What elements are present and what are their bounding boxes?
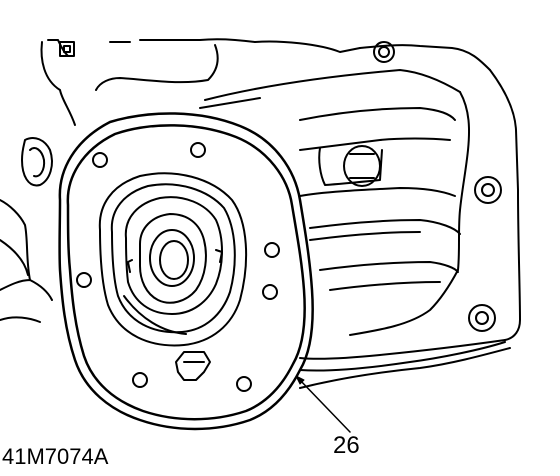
- transmission-housing: [0, 38, 521, 389]
- housing-bolt-top-left: [59, 41, 75, 57]
- callout-number-26: 26: [333, 432, 360, 459]
- flange-hole-7: [76, 272, 92, 288]
- housing-bolt-upper-right: [373, 41, 395, 63]
- housing-bolt-lower-right: [468, 304, 496, 332]
- callout-leader-arrow: [295, 375, 305, 385]
- flange-hole-3: [264, 242, 280, 258]
- flange-hole-4: [262, 284, 278, 300]
- figure-id-label: 41M7074A: [2, 444, 109, 469]
- flange-hole-2: [190, 142, 206, 158]
- housing-bolt-right: [474, 176, 502, 204]
- adaptor-flange: [58, 112, 314, 431]
- flange-locating-tab: [175, 351, 211, 381]
- flange-hole-1: [92, 152, 108, 168]
- oil-seal: [98, 172, 248, 347]
- flange-bolt-holes: [76, 142, 280, 392]
- callout-leader-line: [297, 377, 351, 433]
- flange-hole-6: [132, 372, 148, 388]
- flange-hole-5: [236, 376, 252, 392]
